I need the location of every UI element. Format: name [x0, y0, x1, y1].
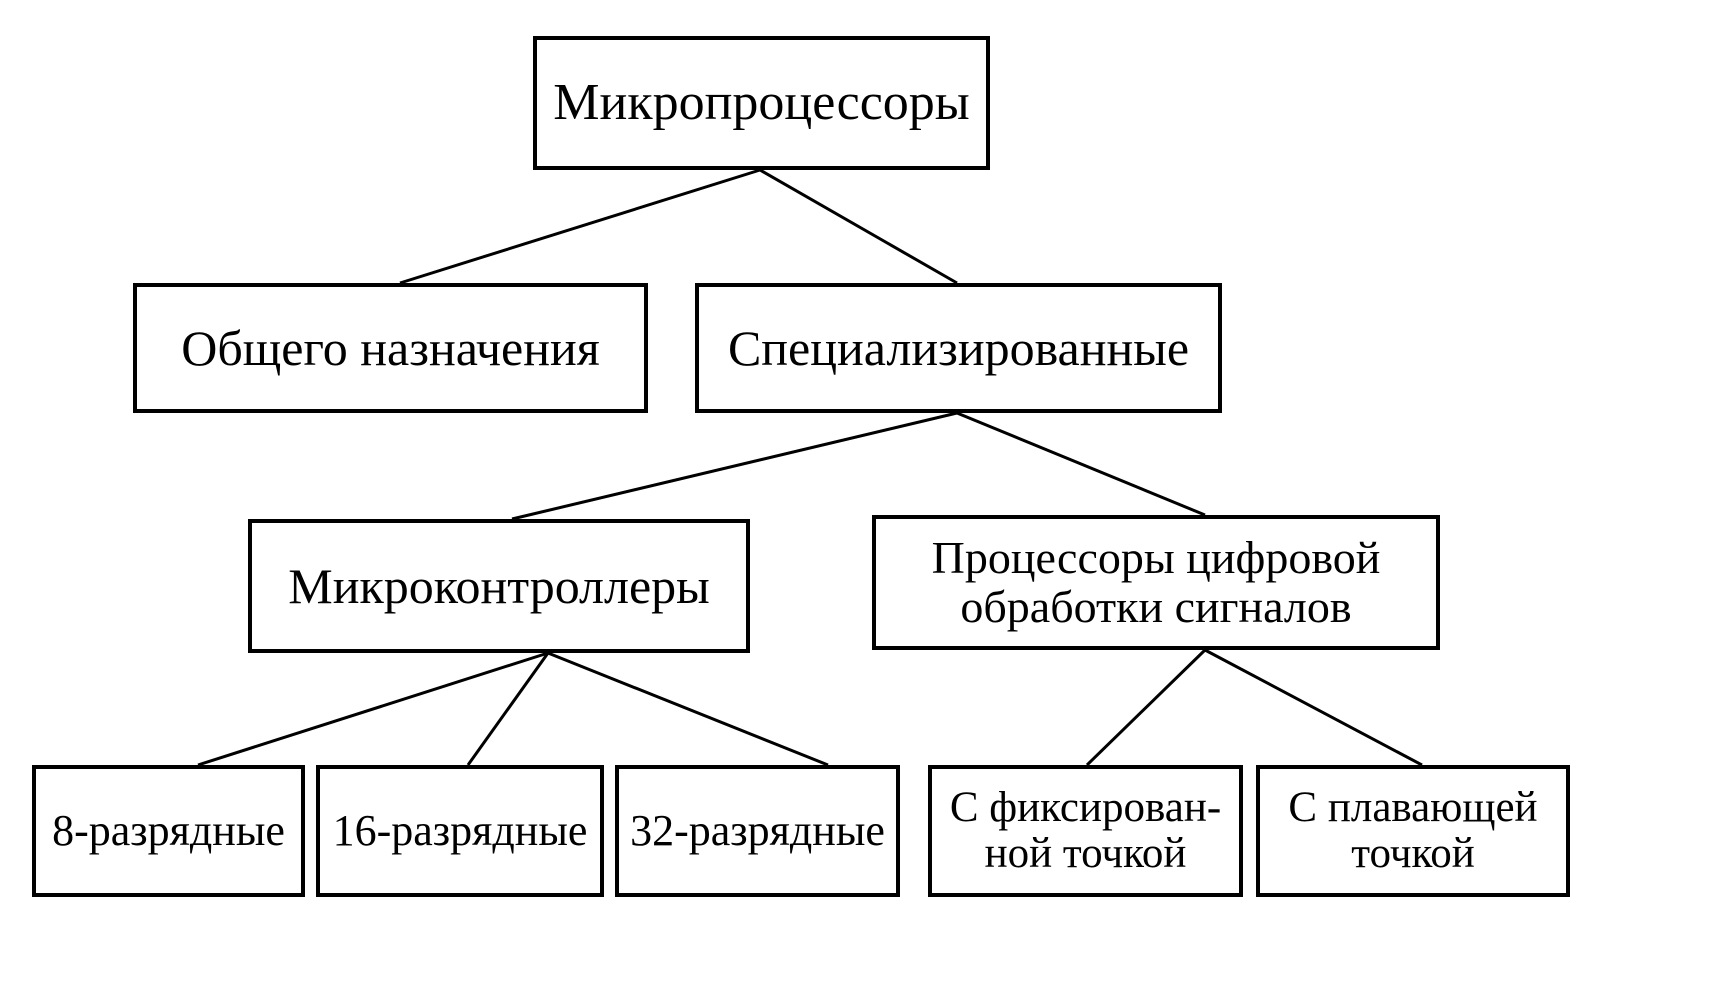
node-specialized[interactable]: Специализированные — [695, 283, 1222, 413]
connector-dsp-to-fixed — [1085, 648, 1207, 767]
node-16-bit[interactable]: 16-разрядные — [316, 765, 604, 897]
node-32-bit[interactable]: 32-разрядные — [615, 765, 900, 897]
node-microprocessors[interactable]: Микропроцессоры — [533, 36, 990, 170]
node-label: Специализированные — [727, 319, 1190, 376]
connector-special-to-mcu — [511, 411, 958, 521]
node-label: 8-разрядные — [52, 805, 285, 855]
connector-mcu-to-bit32 — [547, 651, 829, 767]
node-floating-point[interactable]: С плавающей точкой — [1256, 765, 1570, 897]
connector-mcu-to-bit8 — [197, 651, 549, 767]
node-label: С плавающей точкой — [1288, 784, 1538, 877]
connector-special-to-dsp — [956, 411, 1206, 517]
node-label: Микропроцессоры — [553, 74, 970, 132]
node-label: 16-разрядные — [332, 805, 588, 855]
node-label: Микроконтроллеры — [288, 557, 710, 614]
node-label: С фиксирован- ной точкой — [949, 784, 1222, 877]
connector-root-to-general — [399, 168, 761, 285]
node-general-purpose[interactable]: Общего назначения — [133, 283, 648, 413]
connector-dsp-to-float — [1204, 648, 1423, 767]
node-label: Процессоры цифровой обработки сигналов — [931, 531, 1381, 632]
connector-mcu-to-bit16 — [466, 652, 550, 766]
node-8-bit[interactable]: 8-разрядные — [32, 765, 305, 897]
node-digital-signal-processors[interactable]: Процессоры цифровой обработки сигналов — [872, 515, 1440, 650]
node-label: 32-разрядные — [630, 805, 885, 855]
node-label: Общего назначения — [181, 319, 600, 376]
connector-root-to-special — [759, 168, 958, 285]
node-fixed-point[interactable]: С фиксирован- ной точкой — [928, 765, 1243, 897]
node-microcontrollers[interactable]: Микроконтроллеры — [248, 519, 750, 653]
